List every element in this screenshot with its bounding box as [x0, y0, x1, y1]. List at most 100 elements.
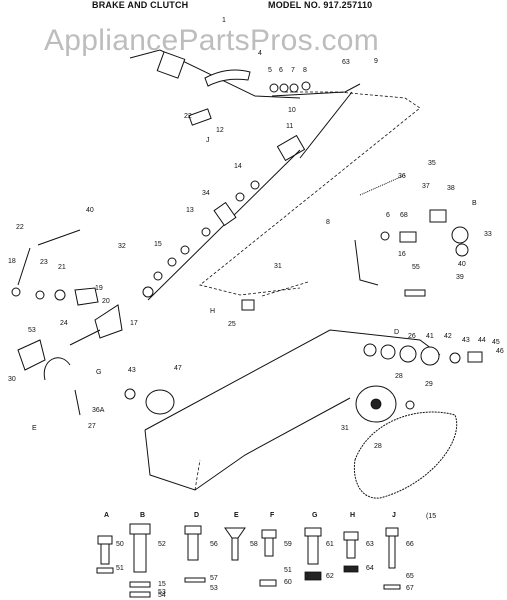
callout-43: 43 — [462, 337, 470, 344]
callout-18: 18 — [8, 258, 16, 265]
diagram-title: BRAKE AND CLUTCH — [92, 0, 189, 10]
hardware-letter-j: J — [392, 512, 396, 519]
callout-22: 22 — [16, 224, 24, 231]
callout-39: 39 — [456, 274, 464, 281]
hardware-part-61: 61 — [326, 541, 334, 548]
pulley-29 — [145, 389, 175, 415]
hardware-part-63: 63 — [366, 541, 374, 548]
callout-33: 33 — [484, 231, 492, 238]
callout-53: 53 — [28, 327, 36, 334]
hardware-bolt-d — [184, 525, 206, 583]
nut-7 — [289, 83, 299, 93]
pulley-43 — [399, 345, 417, 363]
pad-24 — [11, 287, 21, 297]
hardware-bolt-a — [96, 535, 114, 574]
callout-46: 46 — [496, 348, 504, 355]
callout-27: 27 — [88, 423, 96, 430]
hardware-letter-g: G — [312, 512, 318, 519]
bolt-47 — [467, 351, 483, 363]
hardware-part-53: 53 — [158, 589, 166, 596]
callout-42: 42 — [444, 333, 452, 340]
callout-25: 25 — [228, 321, 236, 328]
callout-13: 13 — [186, 207, 194, 214]
callout-22: 22 — [184, 113, 192, 120]
callout-63: 63 — [342, 59, 350, 66]
hardware-part-59: 59 — [284, 541, 292, 548]
callout-6: 6 — [386, 212, 390, 219]
hardware-letter-b: B — [140, 512, 145, 519]
link-27 — [74, 389, 81, 416]
callout-G: G — [96, 369, 101, 376]
callout-15: 15 — [154, 241, 162, 248]
callout-40: 40 — [458, 261, 466, 268]
bracket-35 — [399, 231, 417, 243]
hardware-letter-h: H — [350, 512, 355, 519]
callout-36: 36 — [398, 173, 406, 180]
hardware-letter-a: A — [104, 512, 109, 519]
washer-16 — [180, 245, 190, 255]
callout-J: J — [206, 137, 210, 144]
washer-6 — [279, 83, 289, 93]
bushing-20 — [54, 289, 66, 301]
callout-24: 24 — [60, 320, 68, 327]
frame-dashed-line — [261, 281, 309, 297]
washer-13 — [153, 271, 163, 281]
hardware-letter-d: D — [194, 512, 199, 519]
washer-5 — [269, 83, 279, 93]
callout-29: 29 — [425, 381, 433, 388]
callout-43: 43 — [128, 367, 136, 374]
brake-rod — [129, 49, 301, 99]
callout-11: 11 — [286, 123, 293, 130]
callout-4: 4 — [258, 50, 262, 57]
pedal-arm-23 — [17, 247, 31, 286]
callout-35: 35 — [428, 160, 436, 167]
hardware-part-60: 60 — [284, 579, 292, 586]
hardware-labels: A5051B52155354D565753E58F595160G6162H636… — [104, 512, 414, 599]
pulley-44 — [420, 346, 440, 366]
washer-68 — [201, 227, 211, 237]
hardware-part-62: 62 — [326, 573, 334, 580]
callout-30: 30 — [8, 376, 16, 383]
frame-dashed-outline — [199, 91, 421, 296]
pulley-hub — [370, 398, 382, 410]
callout-12: 12 — [216, 127, 224, 134]
nut-28a — [124, 388, 136, 400]
callout-41: 41 — [426, 333, 434, 340]
hardware-part-51: 51 — [116, 565, 124, 572]
callout-16: 16 — [398, 251, 406, 258]
hardware-bolt-j — [383, 527, 401, 590]
washer-33 — [380, 231, 390, 241]
hardware-part-54: 54 — [158, 592, 166, 599]
link-25 — [69, 329, 101, 346]
washer-45 — [449, 352, 461, 364]
rod-9 — [299, 91, 353, 159]
hardware-part-53: 53 — [210, 585, 218, 592]
callout-19: 19 — [95, 285, 103, 292]
hardware-letter-e: E — [234, 512, 239, 519]
corner-mark: (15 — [426, 513, 436, 520]
hardware-part-52: 52 — [158, 541, 166, 548]
callout-31: 31 — [274, 263, 282, 270]
callout-45: 45 — [492, 339, 500, 346]
callout-44: 44 — [478, 337, 486, 344]
washer-21 — [35, 290, 45, 300]
callout-48: 48 — [0, 0, 8, 2]
deck-outline-bottom — [144, 397, 351, 491]
pulley-38 — [451, 226, 469, 244]
hardware-part-56: 56 — [210, 541, 218, 548]
hardware-part-66: 66 — [406, 541, 414, 548]
lever-22 — [37, 229, 81, 246]
callout-14: 14 — [234, 163, 242, 170]
callout-8: 8 — [303, 67, 307, 74]
callout-37: 37 — [422, 183, 430, 190]
hardware-part-50: 50 — [116, 541, 124, 548]
callout-10: 10 — [288, 107, 296, 114]
bracket-19 — [74, 287, 99, 306]
arm-17 — [94, 304, 123, 339]
callout-20: 20 — [102, 298, 110, 305]
callout-1: 1 — [222, 17, 226, 24]
callout-6: 6 — [279, 67, 283, 74]
nut-41 — [363, 343, 377, 357]
